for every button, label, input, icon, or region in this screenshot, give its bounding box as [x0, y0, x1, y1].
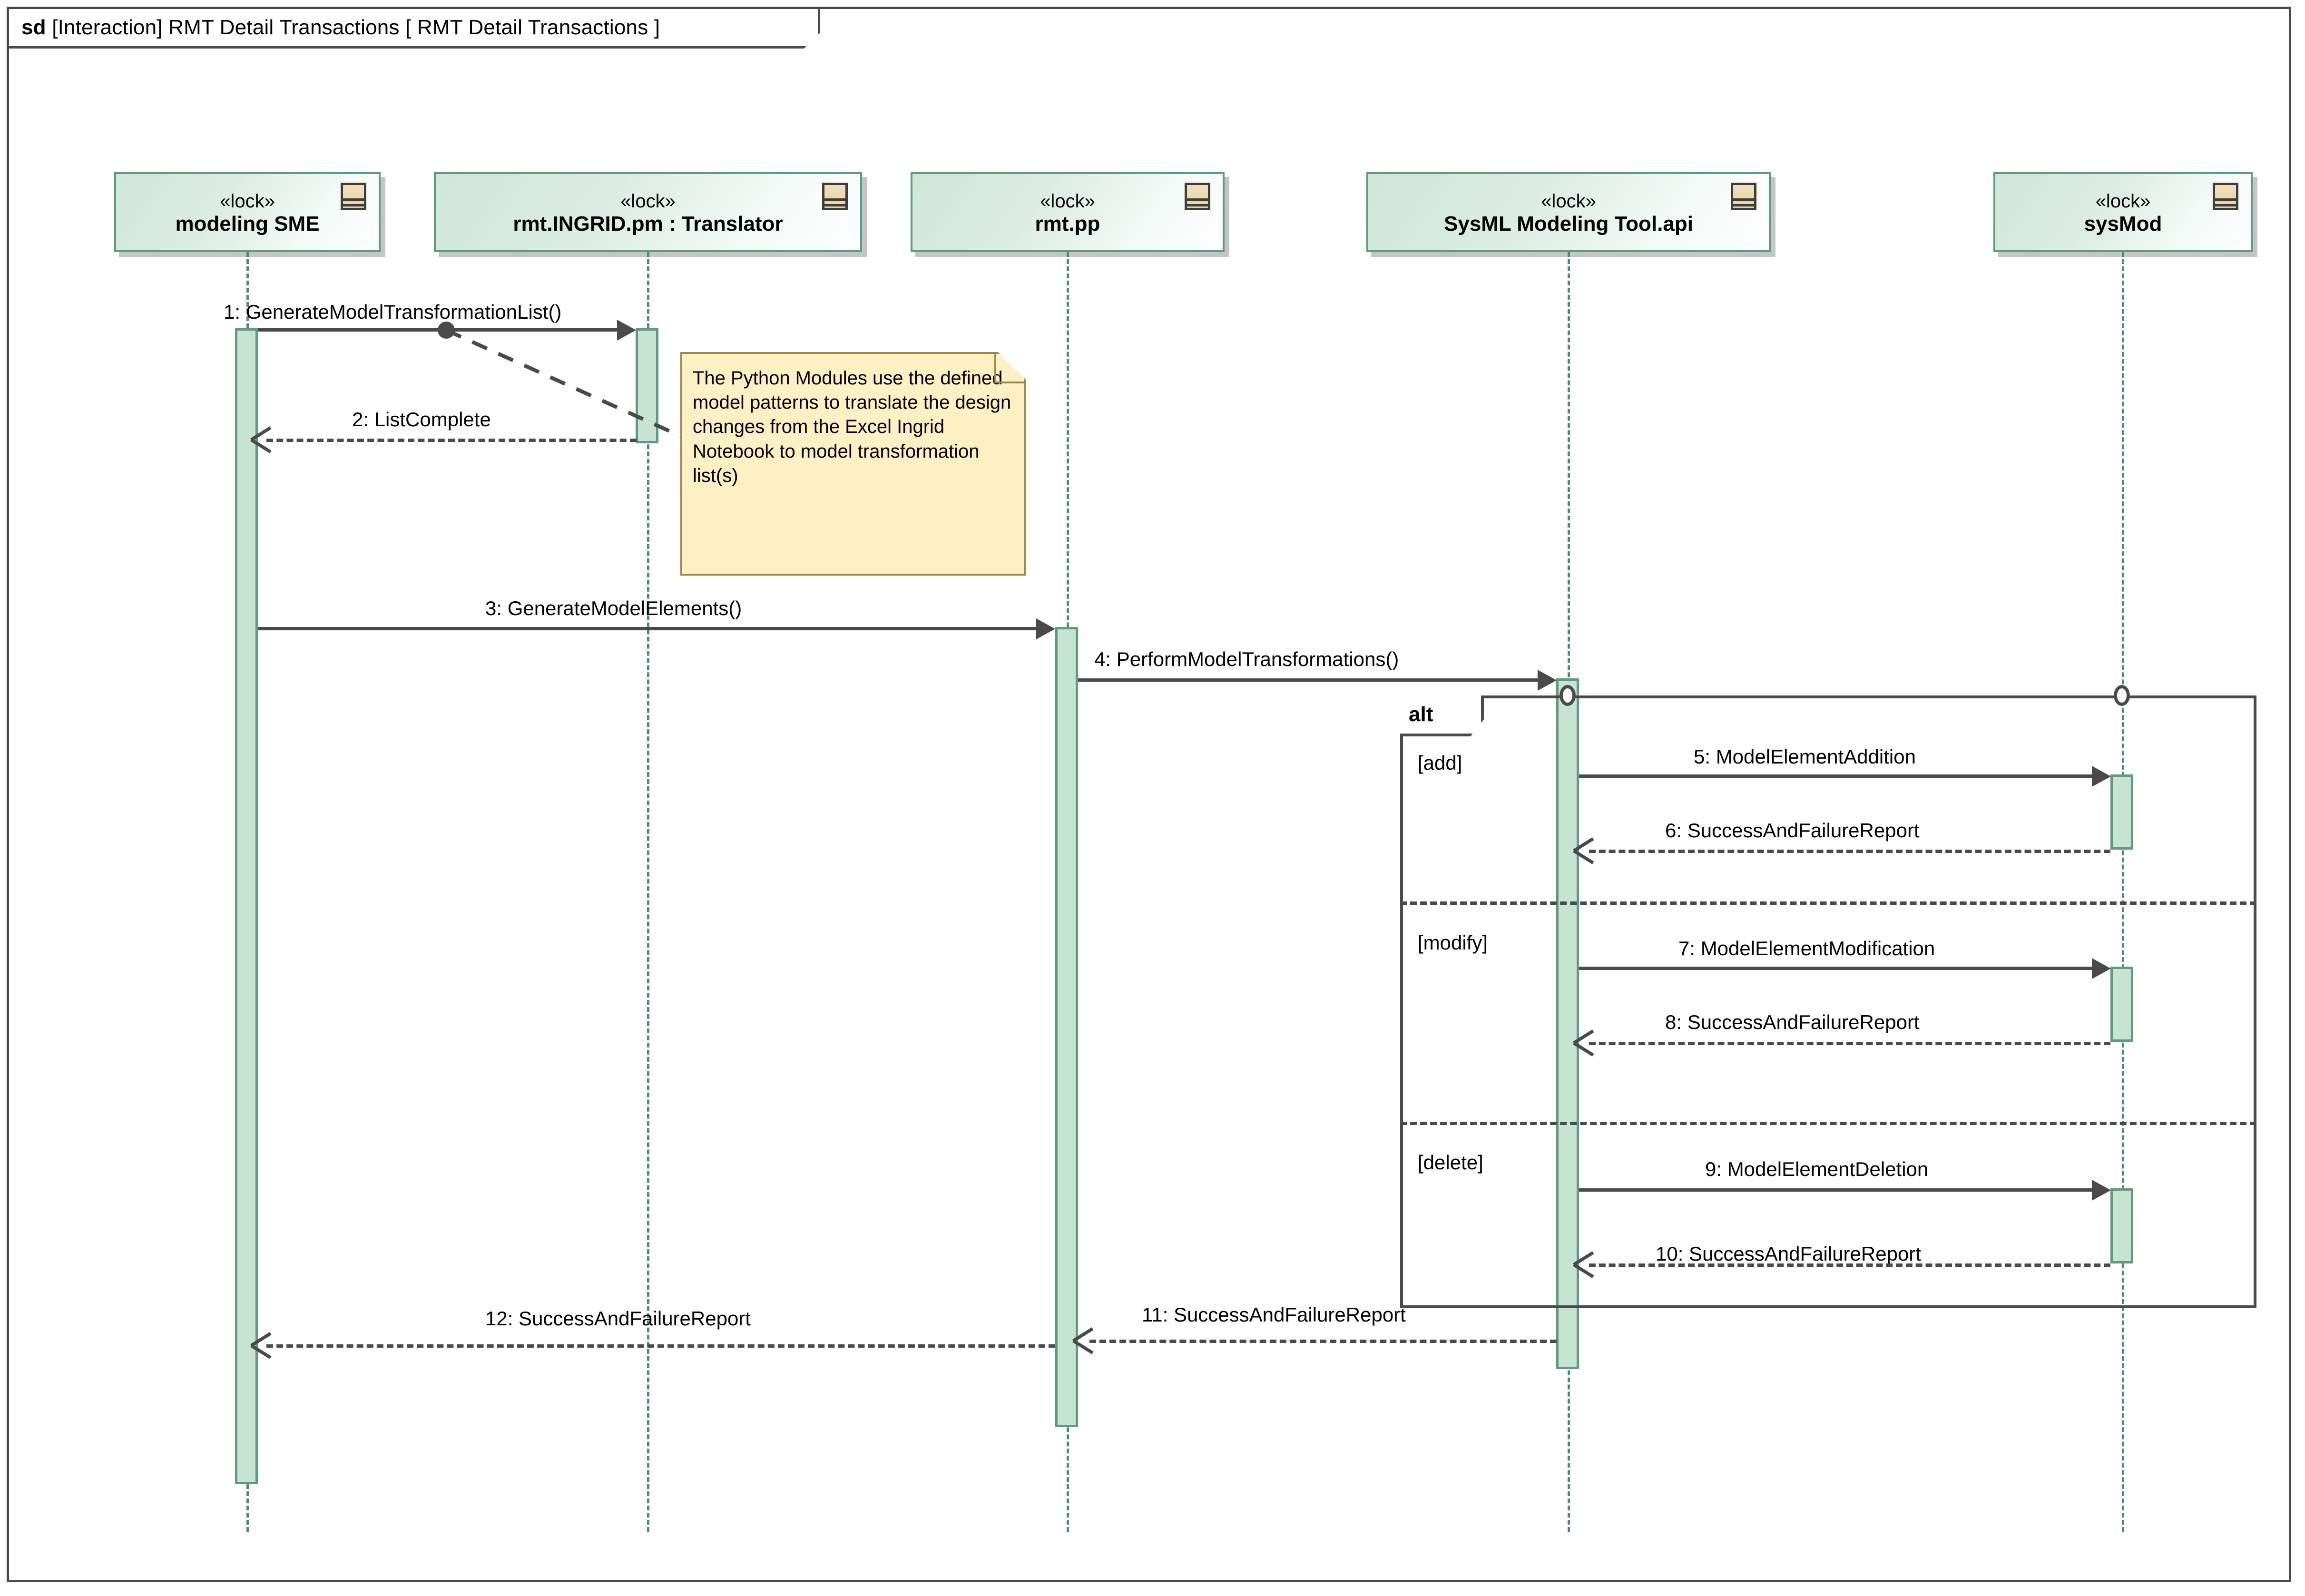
lifeline-head-sysmod[interactable]: «lock» sysMod — [1993, 172, 2253, 252]
lifeline-name: sysMod — [2084, 212, 2162, 235]
lifeline-name: rmt.INGRID.pm : Translator — [513, 212, 783, 235]
lifeline-axis-sysmod — [2122, 252, 2124, 1532]
lifeline-name: rmt.pp — [1035, 212, 1100, 235]
block-icon — [822, 183, 848, 210]
lifeline-name: SysML Modeling Tool.api — [1444, 212, 1693, 235]
note-text: The Python Modules use the defined model… — [693, 368, 1011, 486]
message-label-7: 7: ModelElementModification — [1678, 937, 1935, 960]
lifeline-head-sysml-modeling-tool-api[interactable]: «lock» SysML Modeling Tool.api — [1366, 172, 1771, 252]
message-label-3: 3: GenerateModelElements() — [485, 597, 742, 619]
frame-kind-label: sd [Interaction] RMT Detail Transactions… — [21, 16, 660, 39]
diagram-frame-tab: sd [Interaction] RMT Detail Transactions… — [7, 7, 820, 49]
message-label-8: 8: SuccessAndFailureReport — [1665, 1011, 1920, 1033]
lifeline-head-rmt-pp[interactable]: «lock» rmt.pp — [911, 172, 1225, 252]
activation-modeling-sme — [235, 328, 258, 1484]
alt-operator-label: alt — [1409, 703, 1433, 726]
activation-sysmod-add — [2110, 774, 2133, 850]
message-line-9[interactable] — [1579, 1188, 2094, 1192]
message-line-12[interactable] — [266, 1344, 1055, 1348]
block-icon — [1731, 183, 1756, 210]
gate-sysmod — [2114, 685, 2130, 706]
message-label-12: 12: SuccessAndFailureReport — [485, 1307, 751, 1330]
message-label-6: 6: SuccessAndFailureReport — [1665, 819, 1920, 842]
message-label-11: 11: SuccessAndFailureReport — [1142, 1303, 1406, 1326]
alt-guard-add: [add] — [1418, 752, 1462, 774]
alt-divider-2 — [1400, 1122, 2256, 1125]
block-icon — [2213, 183, 2238, 210]
lifeline-stereotype: «lock» — [1541, 190, 1596, 212]
message-line-4[interactable] — [1078, 678, 1540, 682]
activation-sysmod-delete — [2110, 1188, 2133, 1263]
block-icon — [1185, 183, 1210, 210]
message-label-9: 9: ModelElementDeletion — [1705, 1158, 1929, 1180]
message-line-3[interactable] — [258, 627, 1038, 630]
message-label-2: 2: ListComplete — [352, 408, 491, 431]
block-icon — [341, 183, 366, 210]
message-arrowhead-9 — [2092, 1180, 2111, 1201]
message-line-7[interactable] — [1579, 967, 2094, 970]
lifeline-head-modeling-sme[interactable]: «lock» modeling SME — [114, 172, 381, 252]
message-line-11[interactable] — [1089, 1340, 1557, 1343]
alt-divider-1 — [1400, 901, 2256, 905]
lifeline-stereotype: «lock» — [1040, 190, 1095, 212]
lifeline-name: modeling SME — [175, 212, 320, 235]
message-line-5[interactable] — [1579, 774, 2094, 778]
message-label-5: 5: ModelElementAddition — [1694, 745, 1916, 768]
gate-sysml-api — [1560, 685, 1576, 706]
lifeline-stereotype: «lock» — [220, 190, 275, 212]
message-arrowhead-7 — [2092, 958, 2111, 979]
message-line-10[interactable] — [1589, 1263, 2110, 1267]
lifeline-stereotype: «lock» — [620, 190, 676, 212]
comment-note[interactable]: The Python Modules use the defined model… — [680, 352, 1026, 576]
message-arrowhead-3 — [1036, 618, 1055, 639]
message-arrowhead-1 — [617, 320, 636, 341]
message-arrowhead-12 — [251, 1334, 272, 1355]
message-label-4: 4: PerformModelTransformations() — [1094, 648, 1399, 670]
message-arrowhead-4 — [1538, 670, 1557, 691]
lifeline-stereotype: «lock» — [2095, 190, 2151, 212]
message-line-2[interactable] — [266, 439, 637, 442]
frame-title-label: [Interaction] RMT Detail Transactions [ … — [52, 16, 660, 39]
message-line-8[interactable] — [1589, 1042, 2110, 1045]
note-fold-corner — [994, 354, 1024, 383]
lifeline-axis-translator — [647, 252, 649, 1532]
message-line-6[interactable] — [1589, 850, 2110, 853]
activation-rmt-pp — [1055, 627, 1078, 1427]
diagram-frame — [7, 7, 2291, 1582]
alt-guard-delete: [delete] — [1418, 1151, 1483, 1174]
alt-fragment-operator-tab: alt — [1400, 695, 1484, 736]
alt-fragment[interactable] — [1400, 695, 2256, 1308]
message-arrowhead-5 — [2092, 766, 2111, 787]
message-arrowhead-10 — [1574, 1253, 1595, 1274]
message-arrowhead-6 — [1574, 839, 1595, 860]
message-arrowhead-8 — [1574, 1031, 1595, 1052]
message-arrowhead-2 — [251, 428, 272, 449]
activation-sysmod-modify — [2110, 967, 2133, 1042]
lifeline-head-translator[interactable]: «lock» rmt.INGRID.pm : Translator — [434, 172, 862, 252]
message-label-10: 10: SuccessAndFailureReport — [1656, 1243, 1921, 1265]
alt-guard-modify: [modify] — [1418, 931, 1488, 954]
note-connector — [445, 328, 696, 444]
message-label-1: 1: GenerateModelTransformationList() — [224, 301, 562, 323]
message-arrowhead-11 — [1073, 1329, 1094, 1350]
